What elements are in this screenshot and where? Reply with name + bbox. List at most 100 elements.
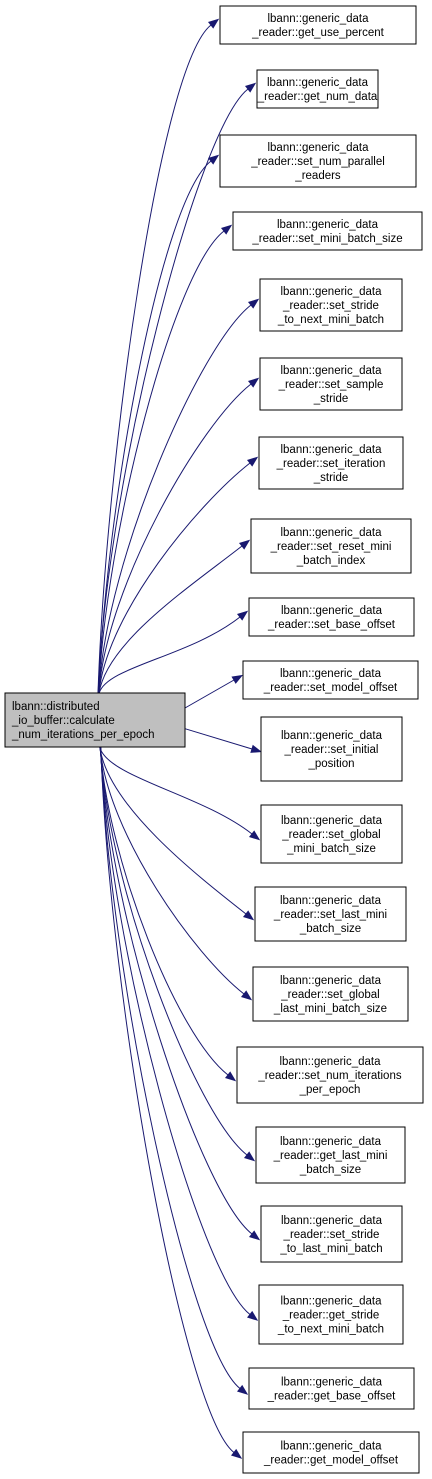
callee-node-label-line: _reader::get_last_mini — [273, 1150, 388, 1162]
callee-node-label-line: lbann::generic_data — [280, 668, 382, 680]
callee-node[interactable]: lbann::generic_data_reader::get_stride_t… — [258, 1284, 404, 1345]
call-edge — [98, 456, 259, 694]
callee-node-label-line: lbann::generic_data — [280, 365, 382, 377]
callee-node[interactable]: lbann::generic_data_reader::get_model_of… — [242, 1431, 420, 1474]
callee-node-label-line: _batch_size — [299, 1164, 361, 1176]
callee-node-label-line: _reader::get_stride — [282, 1310, 380, 1322]
call-edge-line — [184, 679, 235, 709]
arrowhead-icon — [248, 830, 261, 841]
callee-node-label-line: lbann::generic_data — [280, 286, 382, 298]
callee-node-label-line: lbann::generic_data — [281, 730, 383, 742]
callee-node-label-line: _reader::set_reset_mini — [270, 541, 392, 553]
call-edge — [99, 746, 237, 1082]
call-edge-line — [97, 88, 249, 694]
call-edge — [98, 377, 260, 694]
callee-node[interactable]: lbann::generic_data_reader::set_iteratio… — [258, 436, 404, 490]
call-edge — [97, 224, 233, 694]
callee-node-box — [260, 804, 403, 864]
callee-node[interactable]: lbann::generic_data_reader::set_model_of… — [242, 660, 419, 700]
callee-node-label-line: lbann::generic_data — [280, 895, 382, 907]
call-edge — [99, 746, 256, 1162]
callee-node-label-line: _per_epoch — [299, 1084, 361, 1096]
callee-node-label-line: _batch_size — [299, 923, 361, 935]
callee-node-label-line: _readers — [294, 170, 341, 182]
callee-node-box — [219, 5, 417, 45]
callee-node-label-line: lbann::generic_data — [281, 1215, 383, 1227]
call-edge — [100, 746, 259, 1321]
arrowhead-icon — [231, 674, 244, 684]
call-edge-line — [98, 304, 252, 694]
callee-node[interactable]: lbann::generic_data_reader::set_base_off… — [248, 597, 415, 637]
root-function-node-box — [4, 692, 186, 748]
callee-node-label-line: _reader::set_model_offset — [263, 682, 398, 694]
callee-node-label-line: lbann::generic_data — [267, 77, 369, 89]
callee-node[interactable]: lbann::generic_data_reader::set_stride_t… — [260, 1205, 403, 1263]
call-edge-line — [100, 746, 235, 1453]
callee-node[interactable]: lbann::generic_data_reader::set_sample_s… — [259, 357, 403, 411]
call-edge — [98, 298, 260, 694]
callee-node-label-line: _position — [307, 758, 354, 770]
callee-node-label-line: _reader::set_global — [281, 829, 380, 841]
callee-node-label-line: _reader::get_model_offset — [263, 1455, 399, 1467]
callee-node[interactable]: lbann::generic_data_reader::set_mini_bat… — [232, 211, 423, 251]
callee-node[interactable]: lbann::generic_data_reader::set_num_iter… — [236, 1046, 424, 1104]
arrowhead-icon — [207, 154, 220, 165]
call-edge-line — [99, 746, 245, 995]
call-edge-line — [98, 616, 241, 694]
root-function-node[interactable]: lbann::distributed_io_buffer::calculate_… — [4, 692, 186, 748]
call-edge-line — [98, 383, 252, 694]
callee-node[interactable]: lbann::generic_data_reader::get_num_data — [256, 69, 379, 109]
callee-node[interactable]: lbann::generic_data_reader::get_use_perc… — [219, 5, 417, 45]
callee-node-box — [250, 518, 412, 574]
callee-node-label-line: _reader::set_last_mini — [273, 909, 387, 921]
call-edge — [184, 674, 244, 709]
arrowhead-icon — [224, 1071, 237, 1082]
call-edge — [98, 610, 249, 694]
callee-node-label-line: _reader::set_mini_batch_size — [251, 233, 402, 245]
callee-node[interactable]: lbann::generic_data_reader::set_global_m… — [260, 804, 403, 864]
call-edge — [97, 18, 220, 694]
callee-node-label-line: _reader::get_num_data — [257, 91, 378, 103]
callee-node[interactable]: lbann::generic_data_reader::set_last_min… — [254, 886, 407, 942]
callee-node[interactable]: lbann::generic_data_reader::get_last_min… — [255, 1126, 406, 1184]
arrowhead-icon — [236, 1384, 249, 1395]
call-edge-line — [99, 746, 248, 1156]
call-edge-line — [98, 462, 251, 694]
callee-node-label-line: _reader::set_num_parallel — [250, 156, 385, 168]
callee-node-label-line: _to_next_mini_batch — [277, 314, 384, 326]
call-edge-line — [97, 160, 212, 694]
callee-node-box — [259, 278, 403, 332]
callee-node[interactable]: lbann::generic_data_reader::set_reset_mi… — [250, 518, 412, 574]
callee-node[interactable]: lbann::generic_data_reader::set_global_l… — [252, 966, 409, 1022]
arrowhead-icon — [238, 539, 251, 550]
arrowhead-icon — [240, 990, 253, 1001]
call-edge — [99, 746, 261, 841]
callee-node-box — [248, 1367, 415, 1410]
callee-node-label-line: lbann::generic_data — [280, 1296, 382, 1308]
callee-node-label-line: lbann::generic_data — [277, 219, 379, 231]
callee-node-label-line: lbann::generic_data — [280, 527, 382, 539]
call-edge — [100, 746, 249, 1395]
callee-node-label-line: lbann::generic_data — [267, 13, 369, 25]
callee-node[interactable]: lbann::generic_data_reader::get_base_off… — [248, 1367, 415, 1410]
callee-node-label-line: lbann::generic_data — [280, 444, 382, 456]
call-edge-line — [99, 746, 247, 915]
callee-node-label-line: _stride — [313, 472, 349, 484]
callee-node-box — [256, 69, 379, 109]
arrowhead-icon — [246, 1310, 259, 1321]
callee-node[interactable]: lbann::generic_data_reader::set_initial_… — [260, 716, 403, 782]
callee-node[interactable]: lbann::generic_data_reader::set_stride_t… — [259, 278, 403, 332]
callee-node-box — [259, 357, 403, 411]
callee-node-label-line: lbann::generic_data — [280, 975, 382, 987]
callee-node-label-line: _last_mini_batch_size — [273, 1003, 387, 1015]
call-edge — [99, 746, 255, 921]
callee-node-label-line: _reader::set_initial — [284, 744, 379, 756]
callee-node-box — [236, 1046, 424, 1104]
callee-node-box — [219, 134, 417, 188]
callee-node-label-line: _to_last_mini_batch — [279, 1243, 382, 1255]
callee-node-box — [242, 1431, 420, 1474]
callee-node[interactable]: lbann::generic_data_reader::set_num_para… — [219, 134, 417, 188]
call-edge-line — [99, 746, 253, 835]
arrowhead-icon — [244, 82, 257, 93]
call-edge-line — [97, 230, 225, 694]
